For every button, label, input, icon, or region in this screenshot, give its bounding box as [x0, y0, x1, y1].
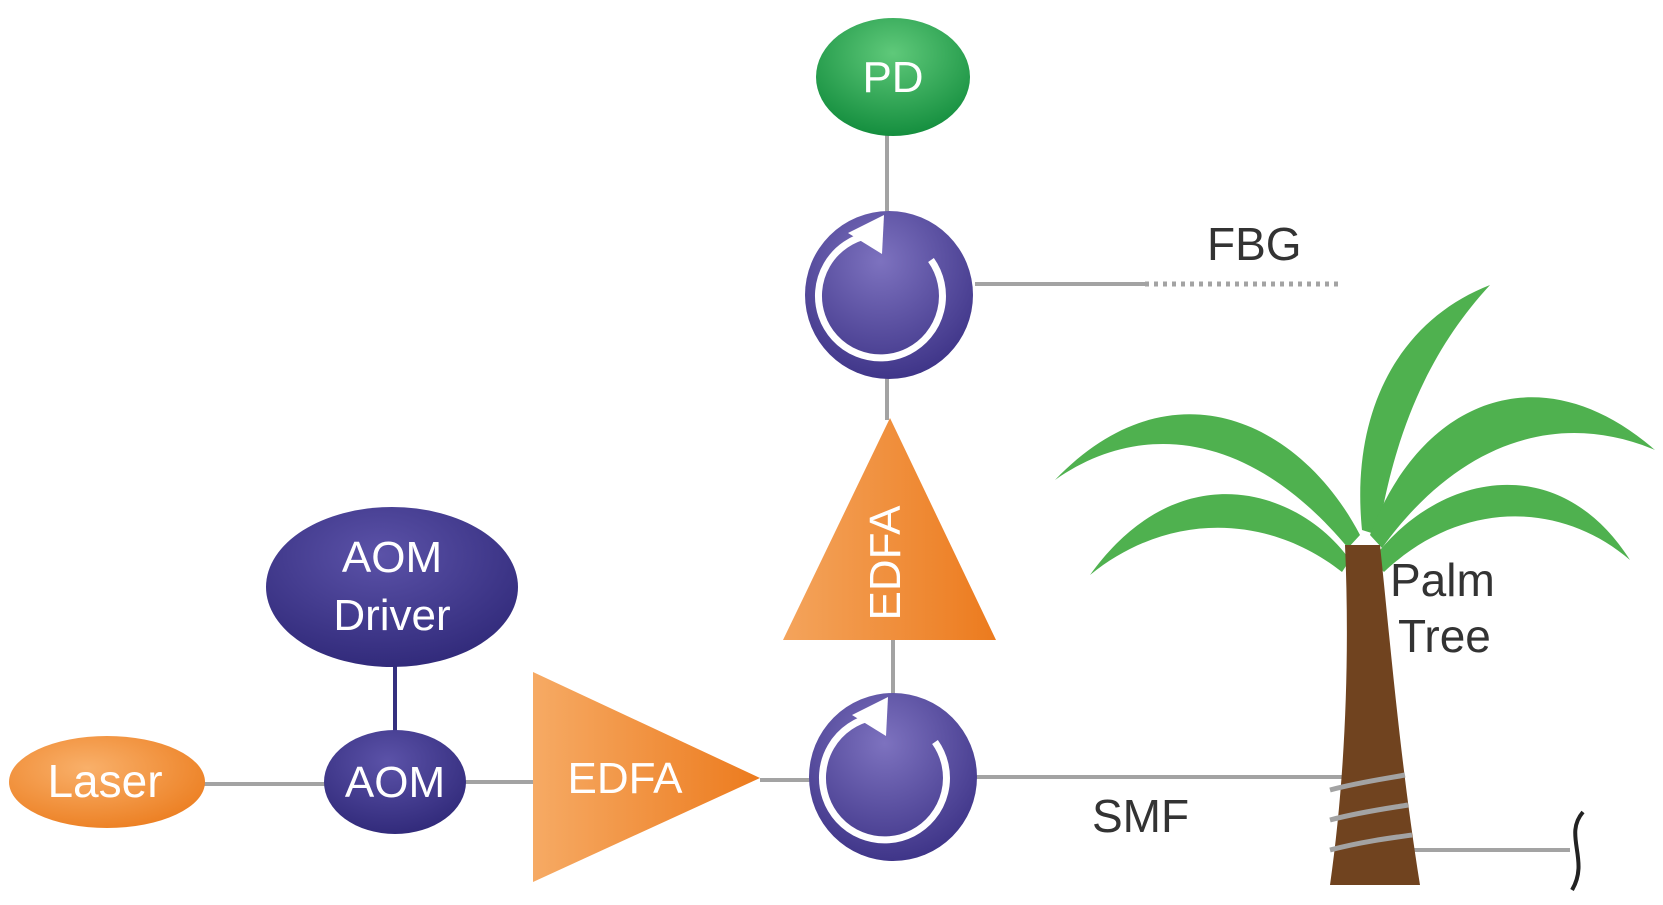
laser-node: Laser [9, 736, 205, 828]
circulator-upper [805, 211, 973, 379]
edfa-2-label: EDFA [861, 505, 910, 621]
fbg-label: FBG [1207, 218, 1302, 270]
circulator-arrow-icon [818, 697, 950, 844]
palm-tree-label-line2: Tree [1398, 610, 1491, 662]
edfa-1-label: EDFA [568, 754, 684, 803]
aom-driver-label-line2: Driver [333, 591, 450, 640]
palm-tree-label-line1: Palm [1390, 554, 1495, 606]
aom-node: AOM [324, 730, 466, 834]
laser-label: Laser [47, 755, 162, 807]
fiber-break-icon [1570, 810, 1585, 892]
aom-driver-label-line1: AOM [342, 533, 442, 582]
aom-driver-node: AOM Driver [266, 507, 518, 667]
pd-label: PD [862, 53, 923, 102]
circulator-lower [809, 693, 977, 861]
photodetector-node: PD [816, 18, 970, 136]
edfa-amplifier-1: EDFA [533, 672, 760, 882]
circulator-arrow-icon [814, 215, 946, 362]
aom-label: AOM [345, 758, 445, 807]
smf-label: SMF [1092, 790, 1189, 842]
palm-tree-icon [1055, 285, 1655, 885]
edfa-amplifier-2: EDFA [783, 418, 996, 640]
